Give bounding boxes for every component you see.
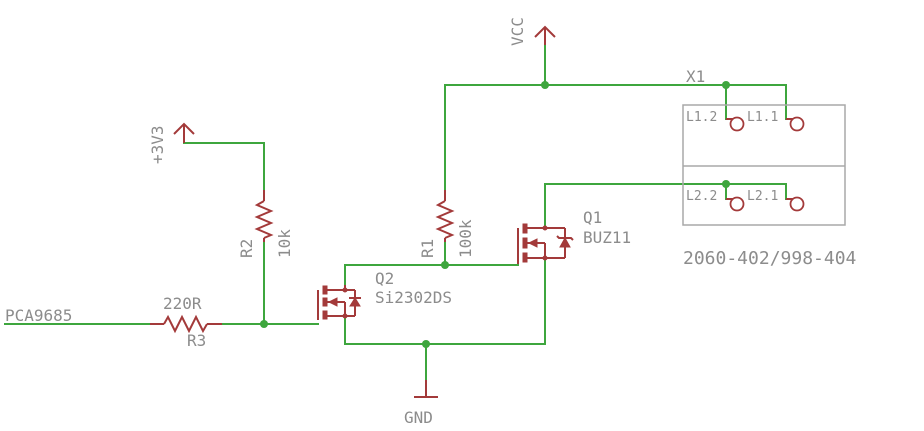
x1-pin-l22 <box>729 196 745 212</box>
junction-dot <box>722 81 730 89</box>
q2-value: Si2302DS <box>375 288 452 307</box>
vcc-label: VCC <box>508 17 527 46</box>
x1-pin-label: L1.1 <box>747 110 778 125</box>
mosfet-q2: Q2 Si2302DS <box>317 269 452 320</box>
gnd-label: GND <box>404 408 433 427</box>
resistor-r2: R2 10k <box>237 190 294 258</box>
x1-ref: X1 <box>686 67 705 86</box>
3v3-symbol: +3V3 <box>148 122 195 164</box>
r1-value: 100k <box>456 219 475 258</box>
x1-pin-l21 <box>789 196 805 212</box>
vcc-symbol: VCC <box>508 17 556 46</box>
resistor-r1: R1 100k <box>418 190 475 258</box>
resistor-r3: 220R R3 <box>150 294 222 350</box>
gnd-symbol: GND <box>404 380 438 427</box>
connector-x1: X1 L1.2 L1.1 L2.2 L2.1 2060-402/998-404 <box>682 67 856 269</box>
q1-value: BUZ11 <box>583 228 631 247</box>
x1-pin-label: L2.2 <box>686 189 717 204</box>
input-net-label: PCA9685 <box>5 306 72 325</box>
junction-dot <box>422 340 430 348</box>
r1-ref: R1 <box>418 239 437 258</box>
r2-ref: R2 <box>237 239 256 258</box>
x1-pin-l12 <box>729 116 745 132</box>
x1-body <box>682 104 846 226</box>
x1-value: 2060-402/998-404 <box>683 248 856 269</box>
junction-dot <box>441 261 449 269</box>
3v3-label: +3V3 <box>148 125 167 164</box>
x1-pin-label: L2.1 <box>747 189 778 204</box>
r3-value: 220R <box>163 294 202 313</box>
x1-pin-l11 <box>789 116 805 132</box>
r2-value: 10k <box>275 229 294 258</box>
junction-dot <box>541 81 549 89</box>
mosfet-q1: Q1 BUZ11 <box>517 208 631 264</box>
junctions <box>260 81 730 348</box>
junction-dot <box>722 180 730 188</box>
x1-pin-label: L1.2 <box>686 110 717 125</box>
wires <box>4 44 787 381</box>
r3-ref: R3 <box>187 331 206 350</box>
q2-ref: Q2 <box>375 269 394 288</box>
q1-ref: Q1 <box>583 208 602 227</box>
junction-dot <box>260 320 268 328</box>
